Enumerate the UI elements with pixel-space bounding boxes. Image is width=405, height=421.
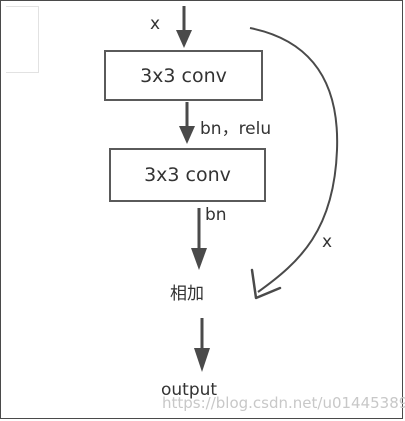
faded-artifact [6, 6, 39, 73]
bn-relu-label: bn，relu [200, 119, 272, 139]
sum-node: 相加 [170, 284, 204, 304]
arrow-sum-to-output [194, 318, 210, 372]
arrow-conv2-to-sum [191, 208, 207, 270]
conv2-block: 3x3 conv [109, 148, 266, 202]
bn-label: bn [205, 205, 227, 225]
shortcut-label: x [322, 232, 333, 252]
watermark: https://blog.csdn.net/u014453898 [162, 394, 405, 412]
output-node: output [161, 380, 218, 400]
input-label: x [150, 14, 161, 34]
shortcut-connection [249, 27, 339, 300]
arrow-conv1-to-conv2 [179, 102, 195, 144]
arrow-input-to-conv1 [176, 6, 192, 48]
conv1-block: 3x3 conv [104, 50, 263, 101]
